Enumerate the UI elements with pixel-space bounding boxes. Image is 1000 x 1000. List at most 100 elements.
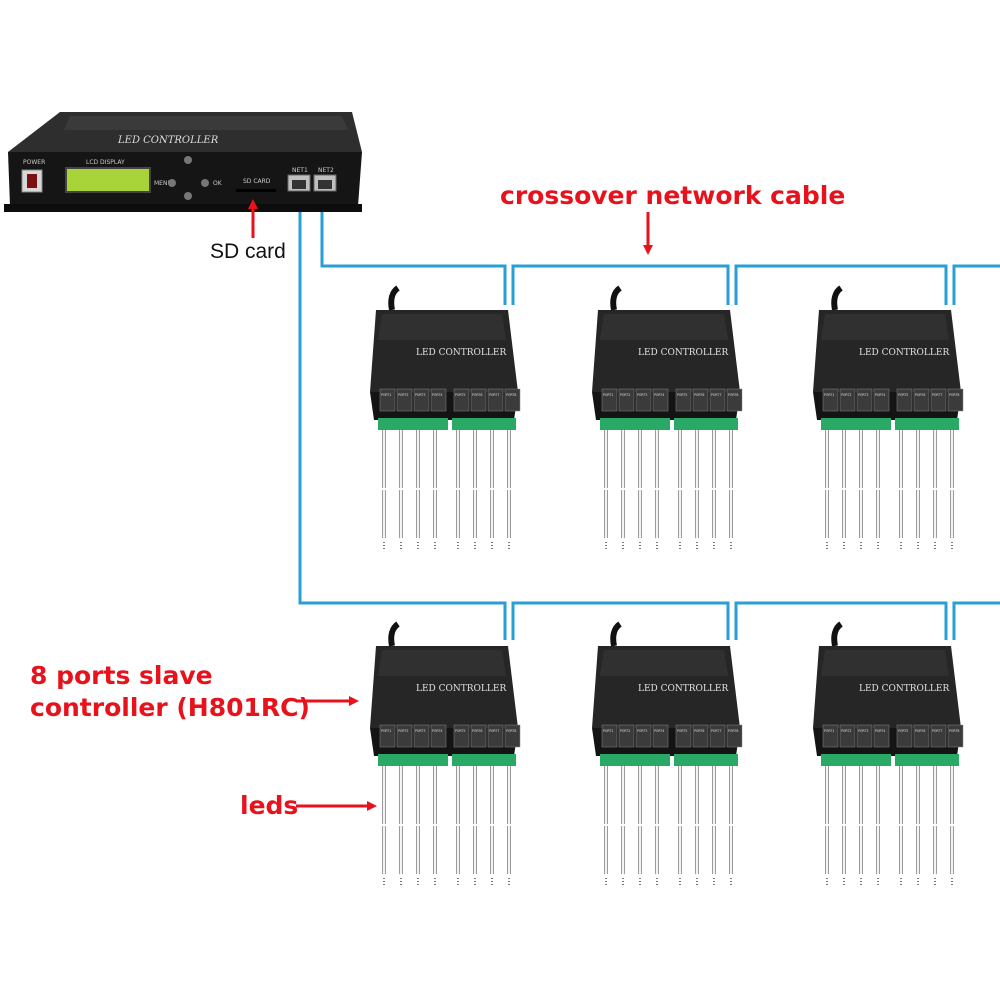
slave-power-cable [610, 621, 622, 647]
slave-port-label: PORT1 [381, 393, 391, 397]
slave-port-label: PORT3 [858, 729, 868, 733]
slave-port-block [709, 724, 726, 748]
slave-port-label: PORT2 [620, 729, 630, 733]
slave-port-block [413, 388, 430, 412]
slave-port-block [487, 388, 504, 412]
net2-port-hole [318, 180, 332, 189]
net1-port-hole [292, 180, 306, 189]
slave-port-block [709, 388, 726, 412]
slave-port-label: PORT1 [381, 729, 391, 733]
slave-port-label: PORT5 [455, 729, 465, 733]
slave-top-highlight [821, 650, 949, 676]
cable-segment-1 [298, 192, 507, 640]
slave-port-block [930, 388, 947, 412]
slave-port-label: PORT3 [637, 729, 647, 733]
slave-port-block [726, 724, 743, 748]
slave-port-label: PORT2 [620, 393, 630, 397]
slave-port-block [822, 724, 839, 748]
slave-port-block [453, 724, 470, 748]
slave-port-label: PORT8 [506, 729, 516, 733]
slave-port-block [413, 724, 430, 748]
slave-port-label: PORT6 [472, 729, 482, 733]
slave-power-cable [831, 621, 843, 647]
slave-top-highlight [600, 314, 728, 340]
slave-port-label: PORT1 [603, 729, 613, 733]
slave-port-block [618, 388, 635, 412]
slave-port-label: PORT7 [489, 393, 499, 397]
slave-port-label: PORT3 [858, 393, 868, 397]
master-sdcard-label: SD CARD [243, 178, 271, 185]
slave-port-label: PORT6 [694, 729, 704, 733]
slave-top-highlight [821, 314, 949, 340]
lcd-display [65, 167, 151, 193]
slave-port-block [896, 388, 913, 412]
slave-top-highlight [600, 650, 728, 676]
slave-port-block [675, 388, 692, 412]
slave-port-block [470, 388, 487, 412]
slave-port-block [504, 724, 521, 748]
slave-port-block [822, 388, 839, 412]
slave-title: LED CONTROLLER [859, 684, 949, 694]
slave-port-block [453, 388, 470, 412]
up-button[interactable] [184, 156, 192, 164]
slave-terminal-right [895, 754, 959, 766]
master-title: LED CONTROLLER [117, 135, 219, 146]
slave-port-label: PORT6 [472, 393, 482, 397]
slave-port-block [856, 724, 873, 748]
slave-title: LED CONTROLLER [638, 684, 728, 694]
annotation-arrows [248, 199, 653, 811]
slave-port-label: PORT3 [415, 393, 425, 397]
slave-port-label: PORT6 [915, 393, 925, 397]
slave-title: LED CONTROLLER [859, 348, 949, 358]
slave-port-label: PORT8 [949, 729, 959, 733]
slave-terminal-right [895, 418, 959, 430]
slave-port-block [873, 388, 890, 412]
slave-terminal-right [452, 754, 516, 766]
slave-port-label: PORT4 [875, 393, 885, 397]
slave-port-label: PORT8 [728, 729, 738, 733]
slave-port-block [504, 388, 521, 412]
slave-port-label: PORT8 [728, 393, 738, 397]
cable-segment-6 [511, 601, 730, 640]
master-net2-label: NET2 [318, 167, 334, 174]
slave-port-block [839, 724, 856, 748]
slave-port-block [618, 724, 635, 748]
slave-port-label: PORT5 [455, 393, 465, 397]
master-top-highlight [64, 116, 348, 130]
slave-top-highlight [378, 650, 506, 676]
master-base [4, 204, 362, 212]
slave-port-block [873, 724, 890, 748]
slave-port-label: PORT6 [915, 729, 925, 733]
slave-top-highlight [378, 314, 506, 340]
slave-port-label: PORT5 [898, 729, 908, 733]
menu-button[interactable] [168, 179, 176, 187]
slave-port-label: PORT4 [432, 393, 442, 397]
slave-terminal-left [821, 754, 891, 766]
slave-port-block [396, 724, 413, 748]
ok-button[interactable] [201, 179, 209, 187]
slave-port-label: PORT5 [677, 729, 687, 733]
slave-port-block [396, 388, 413, 412]
sd-card-slot[interactable] [236, 189, 276, 192]
slave-power-cable [831, 285, 843, 311]
slave-port-block [930, 724, 947, 748]
master-net1-label: NET1 [292, 167, 308, 174]
slave-port-label: PORT3 [415, 729, 425, 733]
slave-port-label: PORT7 [932, 729, 942, 733]
down-button[interactable] [184, 192, 192, 200]
cable-segment-8 [952, 601, 1000, 640]
slave-port-label: PORT5 [677, 393, 687, 397]
slave-port-block [635, 388, 652, 412]
slave-port-block [635, 724, 652, 748]
slave-port-block [601, 724, 618, 748]
slave-port-block [601, 388, 618, 412]
slave-terminal-right [452, 418, 516, 430]
slave-title: LED CONTROLLER [638, 348, 728, 358]
slave-port-label: PORT7 [711, 393, 721, 397]
